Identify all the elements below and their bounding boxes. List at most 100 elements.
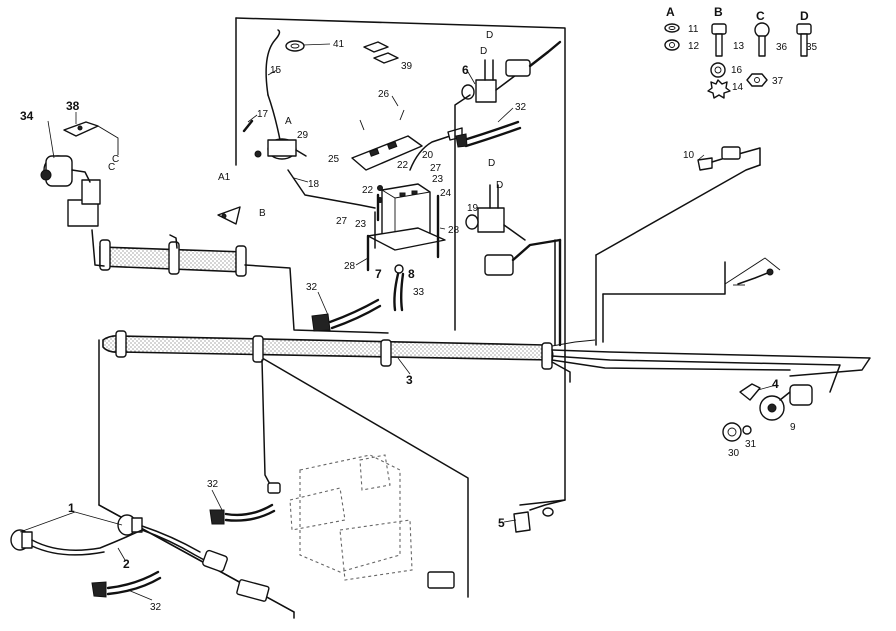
ref-d-4: D <box>496 180 503 191</box>
callout-38: 38 <box>66 99 80 113</box>
callout-14: 14 <box>732 82 744 93</box>
callout-5: 5 <box>498 516 505 530</box>
callout-24: 24 <box>440 188 452 199</box>
lead-10 <box>697 146 761 171</box>
callout-4: 4 <box>772 377 779 391</box>
callout-27b: 27 <box>336 216 348 227</box>
hardware-a <box>664 23 680 51</box>
ref-a1: A1 <box>218 172 231 183</box>
ref-a-1: A <box>285 116 292 127</box>
hardware-key-labels: A B C D <box>666 5 809 23</box>
callout-39: 39 <box>401 61 413 72</box>
harness-clamp <box>380 339 392 367</box>
ignition-coil-34 <box>40 155 101 227</box>
callout-32c: 32 <box>207 479 219 490</box>
callout-22b: 22 <box>362 185 374 196</box>
callout-27a: 27 <box>430 163 442 174</box>
wire-32-lower-left <box>91 570 162 598</box>
nut-37 <box>746 73 768 87</box>
callout-41: 41 <box>333 39 345 50</box>
callout-16: 16 <box>731 65 743 76</box>
battery-24 <box>366 183 446 272</box>
key-d: D <box>800 9 809 23</box>
callout-12: 12 <box>688 41 700 52</box>
light-switch-9 <box>759 384 813 421</box>
ref-b-1: B <box>259 208 266 219</box>
bracket-38 <box>63 121 119 155</box>
harness-clamp <box>541 342 553 370</box>
callout-9: 9 <box>790 422 796 433</box>
hardware-c-screw <box>754 22 770 57</box>
callout-28b: 28 <box>344 261 356 272</box>
left-upper-harness <box>91 229 389 334</box>
wire-32-lower-mid <box>209 359 281 525</box>
callout-13: 13 <box>733 41 745 52</box>
washer-31 <box>742 425 752 435</box>
callout-6: 6 <box>462 63 469 77</box>
callout-32b: 32 <box>306 282 318 293</box>
connector-upper <box>505 40 562 77</box>
key-b: B <box>714 5 723 19</box>
callout-23a: 23 <box>432 174 444 185</box>
callout-3: 3 <box>406 373 413 387</box>
harness-clamp <box>115 330 127 358</box>
key-c: C <box>756 9 765 23</box>
callout-18: 18 <box>308 179 320 190</box>
reference-letters: D D D D A A1 B C C <box>108 30 503 219</box>
nut-30 <box>722 422 742 442</box>
callout-1: 1 <box>68 501 75 515</box>
switch-6 <box>454 59 521 331</box>
wire-15 <box>265 29 281 141</box>
callout-33: 33 <box>413 287 425 298</box>
ground-wire <box>733 268 774 286</box>
ref-d-1: D <box>486 30 493 41</box>
small-bracket <box>217 206 241 225</box>
battery-cable-33 <box>393 272 405 312</box>
ref-d-2: D <box>480 46 487 57</box>
callout-11: 11 <box>688 24 699 35</box>
ref-d-3: D <box>488 158 495 169</box>
frame-outline <box>98 17 781 619</box>
clip-5 <box>513 499 566 533</box>
callout-20: 20 <box>422 150 434 161</box>
callout-15: 15 <box>270 65 282 76</box>
callout-30: 30 <box>728 448 740 459</box>
callout-37: 37 <box>772 76 784 87</box>
fuse-holder-25 <box>351 109 423 171</box>
grommet-41 <box>285 40 305 52</box>
callout-23b: 23 <box>355 219 367 230</box>
callout-8: 8 <box>408 267 415 281</box>
nut-8 <box>394 264 404 274</box>
engine-block-outline <box>289 454 413 581</box>
callout-7: 7 <box>375 267 382 281</box>
callout-36: 36 <box>776 42 788 53</box>
callout-34: 34 <box>20 109 34 123</box>
callout-32d: 32 <box>150 602 162 613</box>
star-washer-14 <box>707 79 731 99</box>
connector-right <box>484 238 562 347</box>
main-wiring-harness <box>102 330 871 393</box>
callout-26: 26 <box>378 89 390 100</box>
callout-17: 17 <box>257 109 269 120</box>
callout-10: 10 <box>683 150 695 161</box>
screw-17 <box>242 119 254 133</box>
hardware-b-bolt <box>711 23 727 57</box>
wire-32-upper <box>455 120 522 148</box>
wire-32-middle <box>311 298 382 332</box>
solenoid-29 <box>254 138 376 209</box>
harness-2 <box>31 525 228 573</box>
callout-19: 19 <box>467 203 479 214</box>
fuse-39 <box>363 41 399 64</box>
harness-clamp <box>252 335 264 363</box>
leader-lines <box>19 43 777 601</box>
lamp-socket <box>236 571 455 602</box>
switch-19 <box>465 184 526 241</box>
callout-32a: 32 <box>515 102 527 113</box>
hardware-d-bolt <box>796 23 812 57</box>
callout-labels: 1 2 3 4 5 6 7 8 9 10 11 12 13 14 15 16 1… <box>20 24 818 613</box>
callout-25: 25 <box>328 154 340 165</box>
knob-4 <box>739 383 761 401</box>
ref-c-2: C <box>112 154 119 165</box>
callout-2: 2 <box>123 557 130 571</box>
